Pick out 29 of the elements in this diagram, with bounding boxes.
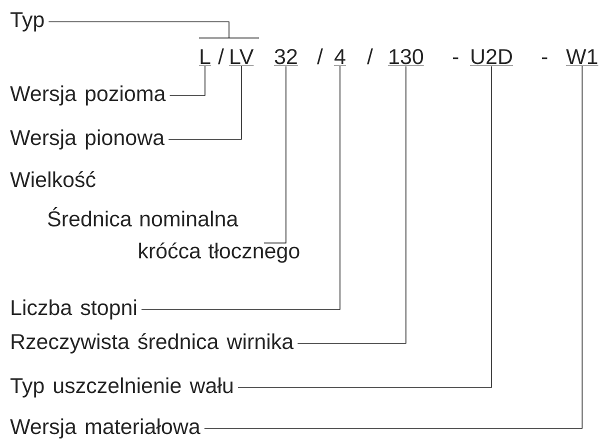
leader-line (48, 21, 230, 38)
code-segment: L (198, 49, 212, 66)
leader-label: Typ (10, 12, 44, 32)
leader-line (141, 66, 340, 310)
separator-text: - (452, 57, 458, 60)
leader-label: Wersja pozioma (10, 85, 166, 106)
leader-label: Typ uszczelnienie wału (10, 377, 232, 398)
code-segment: 32 (274, 48, 298, 66)
leader-label: Liczba stopni (12, 299, 136, 320)
separator-text: / (218, 48, 224, 64)
code-segment: 4 (334, 49, 346, 66)
leader-line (264, 66, 286, 244)
code-segment: LV (228, 49, 254, 66)
code-segment: W1 (566, 49, 598, 66)
leader-line (168, 66, 242, 140)
leader-label: Rzeczywista średnica wirnika (12, 333, 294, 354)
leader-line (169, 66, 206, 96)
leader-line (204, 66, 582, 429)
group-heading: Wielkość (10, 171, 96, 188)
code-segment: U2D (470, 48, 514, 66)
leader-label: Wersja pionowa (10, 129, 165, 150)
separator-text: - (542, 57, 548, 60)
separator-text: / (317, 48, 323, 64)
leader-label: Średnica nominalna króćca tłocznego (48, 207, 300, 263)
leader-label: Wersja materiałowa (10, 418, 200, 438)
code-segment: 130 (388, 48, 424, 66)
separator-text: / (367, 48, 373, 64)
leader-line (238, 66, 492, 388)
leader-line (297, 66, 406, 344)
